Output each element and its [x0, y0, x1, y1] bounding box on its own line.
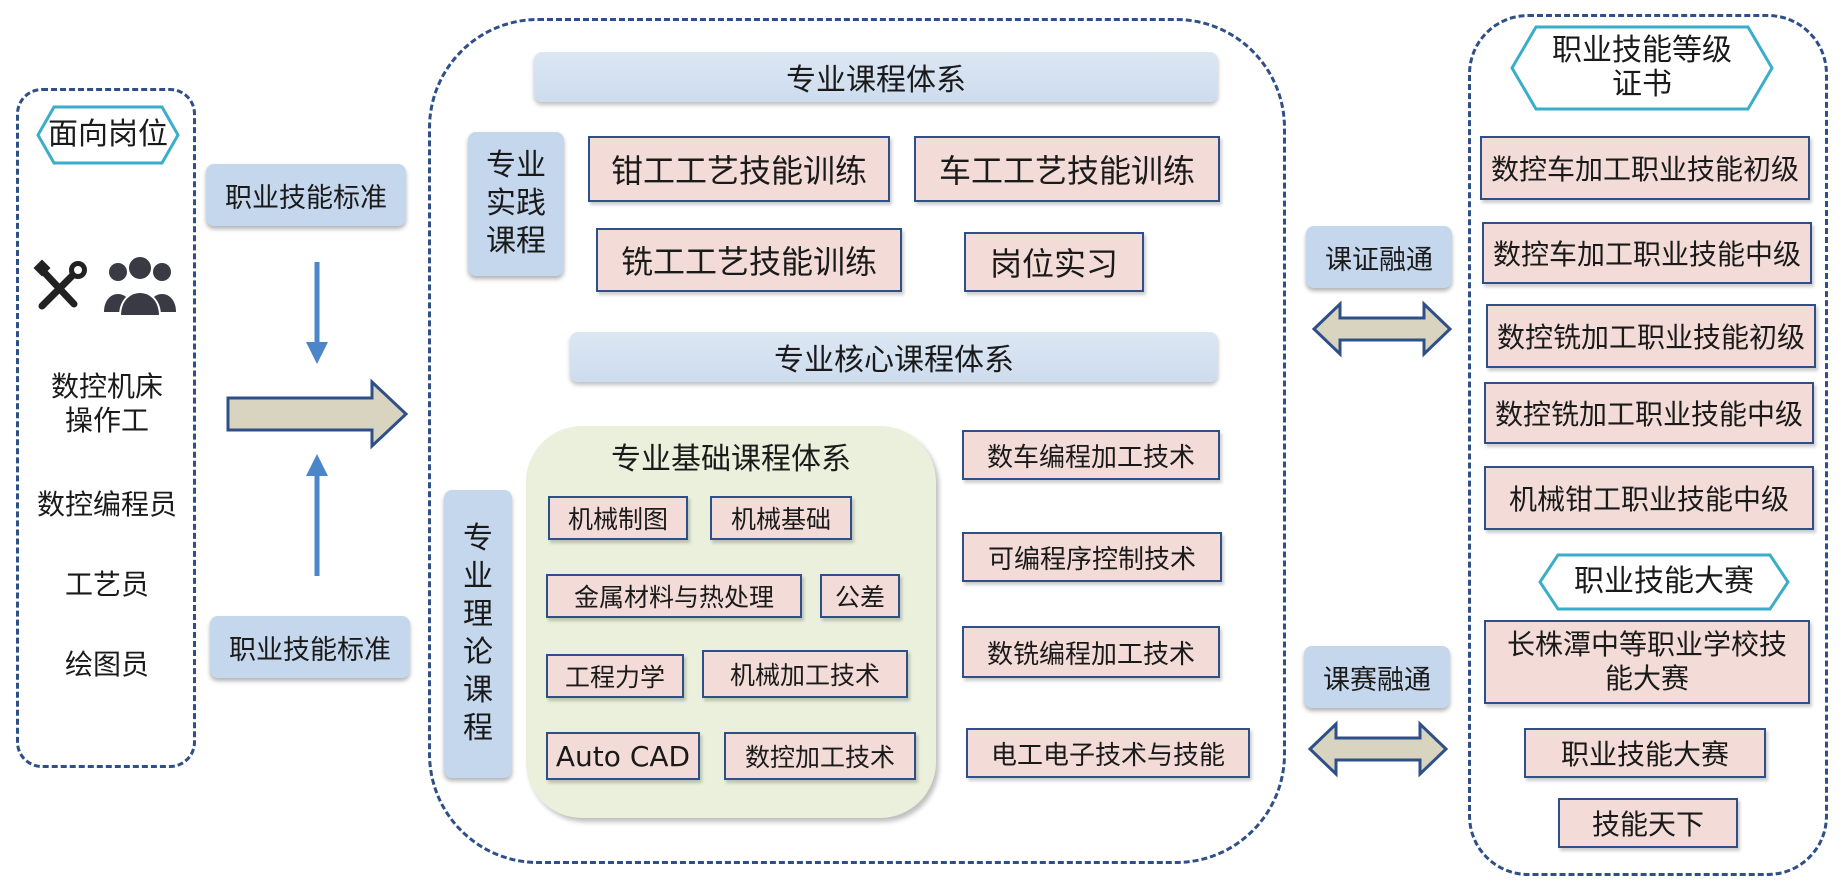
cert-item-1: 数控车加工职业技能初级 [1480, 136, 1810, 200]
contest-item-regional: 长株潭中等职业学校技能大赛 [1484, 620, 1810, 704]
down-arrow [306, 262, 328, 364]
practice-item-turner: 车工工艺技能训练 [914, 136, 1220, 202]
job-cnc-operator: 数控机床操作工 [50, 370, 163, 437]
foundation-header: 专业基础课程体系 [611, 442, 851, 477]
job-programmer: 数控编程员 [36, 488, 177, 521]
cert-header: 职业技能等级证书 [1552, 33, 1732, 102]
foundation-item-drawing: 机械制图 [548, 496, 688, 540]
core-item-cnc-milling: 数铣编程加工技术 [962, 626, 1220, 678]
foundation-item-machining: 机械加工技术 [702, 650, 908, 698]
foundation-item-autocad: Auto CAD [546, 732, 700, 780]
link-contest: 课赛融通 [1304, 646, 1450, 708]
cert-item-3: 数控铣加工职业技能初级 [1486, 304, 1816, 368]
job-drafter: 绘图员 [64, 648, 149, 681]
contest-item-skills-world: 技能天下 [1558, 798, 1738, 848]
contest-double-arrow [1307, 720, 1449, 778]
tools-icon [33, 259, 87, 310]
people-icon [104, 255, 176, 316]
core-item-cnc-turning: 数车编程加工技术 [962, 430, 1220, 480]
right-panel [1468, 14, 1828, 876]
standard-bottom: 职业技能标准 [210, 616, 410, 678]
left-header: 面向岗位 [48, 117, 168, 152]
link-cert: 课证融通 [1306, 226, 1452, 288]
practice-label: 专业实践课程 [468, 132, 564, 276]
core-header: 专业核心课程体系 [570, 332, 1218, 382]
up-arrow [306, 454, 328, 576]
core-item-electronics: 电工电子技术与技能 [966, 728, 1250, 778]
core-item-plc: 可编程序控制技术 [962, 532, 1222, 582]
standard-top: 职业技能标准 [206, 164, 406, 226]
practice-item-fitter: 钳工工艺技能训练 [588, 136, 890, 202]
cert-item-5: 机械钳工职业技能中级 [1484, 466, 1814, 530]
left-header-hexagon [36, 105, 180, 165]
foundation-item-mechanics: 工程力学 [546, 654, 684, 698]
center-panel [428, 18, 1286, 864]
practice-item-internship: 岗位实习 [964, 232, 1144, 292]
theory-label: 专业理 论课程 [444, 490, 512, 778]
practice-item-miller: 铣工工艺技能训练 [596, 228, 902, 292]
foundation-item-mech-basics: 机械基础 [710, 496, 852, 540]
foundation-item-cnc-machining: 数控加工技术 [724, 732, 916, 780]
contest-item-vocational: 职业技能大赛 [1524, 728, 1766, 778]
job-technician: 工艺员 [64, 568, 149, 601]
cert-item-2: 数控车加工职业技能中级 [1482, 222, 1812, 284]
practice-header: 专业课程体系 [534, 52, 1218, 102]
cert-double-arrow [1311, 300, 1453, 358]
main-flow-arrow [226, 378, 409, 450]
foundation-item-tolerance: 公差 [820, 574, 900, 618]
contest-header: 职业技能大赛 [1574, 564, 1754, 599]
left-panel [16, 88, 196, 768]
cert-header-hexagon [1510, 25, 1774, 111]
cert-item-4: 数控铣加工职业技能中级 [1484, 382, 1814, 444]
contest-header-hexagon [1538, 553, 1790, 611]
foundation-item-materials: 金属材料与热处理 [546, 574, 802, 618]
